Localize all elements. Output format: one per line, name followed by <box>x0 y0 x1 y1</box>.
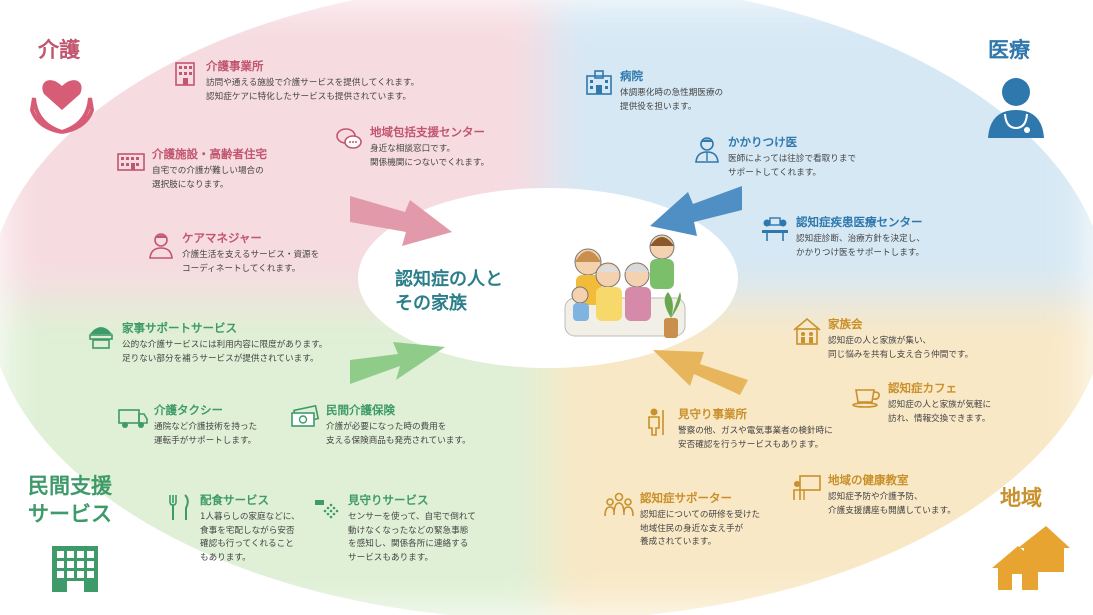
cutlery-icon <box>169 494 189 520</box>
item-ninchisho-cafe: 認知症カフェ認知症の人と家族が気軽に 訪れ、情報交換できます。 <box>852 380 991 426</box>
item-title: 認知症サポーター <box>640 491 732 505</box>
item-desc: 認知症についての研修を受けた 地域住民の身近な支え手が 養成されています。 <box>640 510 761 547</box>
item-title: 見守り事業所 <box>678 407 747 421</box>
building-icon <box>175 62 195 86</box>
money-icon <box>291 404 320 427</box>
item-kenko-kyoshitsu: 地域の健康教室認知症予防や介護予防、 介護支援講座も開講しています。 <box>792 472 956 518</box>
person-icon <box>149 233 173 259</box>
item-desc: 警察の他、ガスや電気事業者の検針時に 安否確認を行うサービスもあります。 <box>678 426 833 450</box>
family-illustration <box>564 234 686 338</box>
item-desc: センサーを使って、自宅で倒れて 動けなくなったなどの緊急事態 を感知し、関係各所… <box>348 512 476 563</box>
arrow-chiiki <box>653 350 748 395</box>
center-title: 認知症の人と その家族 <box>395 269 503 314</box>
item-kaigo-taxi: 介護タクシー通院など介護技術を持った 運転手がサポートします。 <box>118 402 257 448</box>
item-title: 民間介護保険 <box>326 403 395 417</box>
doctor-icon <box>695 137 719 163</box>
building-icon <box>52 546 98 592</box>
item-kaigo-shisetsu: 介護施設・高齢者住宅自宅での介護が難しい場合の 選択肢になります。 <box>116 146 267 192</box>
section-label-minkan: 民間支援 サービス <box>28 474 112 526</box>
section-label-chiiki: 地域 <box>1000 486 1042 510</box>
section-label-iryo: 医療 <box>988 38 1030 62</box>
arrow-iryo <box>650 186 742 236</box>
item-kazokukai: 家族会認知症の人と家族が集い、 同じ悩みを共有し支え合う仲間です。 <box>792 316 973 362</box>
coffee-cup-icon <box>852 389 880 408</box>
consultation-icon <box>762 217 788 241</box>
item-kaigo-jigyosho: 介護事業所訪問や通える施設で介護サービスを提供してくれます。 認知症ケアに特化し… <box>170 58 419 104</box>
lecture-icon <box>793 475 821 500</box>
item-title: 認知症疾患医療センター <box>796 215 923 229</box>
supporters-icon <box>604 492 634 517</box>
item-desc: 介護が必要になった時の費用を 支える保険商品も発売されています。 <box>326 422 471 446</box>
arrow-minkan <box>350 342 445 384</box>
cooking-pot-icon <box>89 327 113 349</box>
item-kaji-support: 家事サポートサービス公的な介護サービスには利用内容に限度があります。 足りない部… <box>86 320 327 366</box>
item-desc: 認知症診断、治療方針を決定し、 かかりつけ医をサポートします。 <box>796 234 925 258</box>
item-title: 家事サポートサービス <box>122 321 237 335</box>
section-label-kaigo: 介護 <box>38 38 80 62</box>
arrow-kaigo <box>350 196 452 246</box>
item-haishoku: 配食サービス 1人暮らしの家庭などに、 食事を宅配しながら安否 確認も行ってくれる… <box>164 492 300 565</box>
item-desc: 1人暮らしの家庭などに、 食事を宅配しながら安否 確認も行ってくれること もあり… <box>200 512 300 563</box>
item-desc: 通院など介護技術を持った 運転手がサポートします。 <box>154 422 258 446</box>
sensor-icon <box>315 500 339 519</box>
guard-icon <box>648 408 664 436</box>
item-desc: 認知症予防や介護予防、 介護支援講座も開講しています。 <box>828 492 956 516</box>
doctor-icon <box>988 78 1044 138</box>
chat-bubble-icon <box>336 128 362 149</box>
item-title: 見守りサービス <box>348 493 429 507</box>
item-title: 認知症カフェ <box>888 381 957 395</box>
heart-hands-icon <box>29 80 95 134</box>
item-title: 地域包括支援センター <box>370 125 485 139</box>
item-desc: 体調悪化時の急性期医療の 提供役を担います。 <box>620 88 724 112</box>
facility-icon <box>117 153 145 171</box>
item-minkan-hoken: 民間介護保険介護が必要になった時の費用を 支える保険商品も発売されています。 <box>290 402 471 448</box>
item-desc: 医師によっては往診で看取りまで サポートしてくれます。 <box>728 154 857 178</box>
item-title: 介護施設・高齢者住宅 <box>152 147 267 161</box>
item-shikkan-center: 認知症疾患医療センター認知症診断、治療方針を決定し、 かかりつけ医をサポートしま… <box>760 214 925 260</box>
item-desc: 身近な相談窓口です。 関係機関につないでくれます。 <box>370 144 490 168</box>
item-title: 地域の健康教室 <box>828 473 909 487</box>
item-title: かかりつけ医 <box>728 135 798 149</box>
item-desc: 公的な介護サービスには利用内容に限度があります。 足りない部分を補うサービスが提… <box>122 340 328 364</box>
item-care-manager: ケアマネジャー介護生活を支えるサービス・資源を コーディネートしてくれます。 <box>146 230 319 276</box>
item-desc: 訪問や通える施設で介護サービスを提供してくれます。 認知症ケアに特化したサービス… <box>206 78 420 102</box>
item-desc: 自宅での介護が難しい場合の 選択肢になります。 <box>152 166 264 190</box>
item-title: 家族会 <box>828 317 863 331</box>
item-kakaritsuke-i: かかりつけ医医師によっては往診で看取りまで サポートしてくれます。 <box>692 134 856 180</box>
item-desc: 介護生活を支えるサービス・資源を コーディネートしてくれます。 <box>182 250 320 274</box>
family-house-icon <box>793 317 821 345</box>
taxi-icon <box>118 409 148 428</box>
houses-icon <box>992 526 1070 590</box>
item-mimamori-service: 見守りサービスセンサーを使って、自宅で倒れて 動けなくなったなどの緊急事態 を感… <box>312 492 476 565</box>
item-byoin: 病院体調悪化時の急性期医療の 提供役を担います。 <box>584 68 723 114</box>
item-title: ケアマネジャー <box>182 231 262 245</box>
hospital-icon <box>586 70 612 95</box>
item-title: 介護事業所 <box>206 59 264 73</box>
item-ninchisho-supporter: 認知症サポーター認知症についての研修を受けた 地域住民の身近な支え手が 養成され… <box>604 490 760 550</box>
item-title: 介護タクシー <box>154 403 223 417</box>
item-houkatsu-center: 地域包括支援センター身近な相談窓口です。 関係機関につないでくれます。 <box>334 124 489 170</box>
item-title: 病院 <box>620 69 643 83</box>
item-desc: 認知症の人と家族が集い、 同じ悩みを共有し支え合う仲間です。 <box>828 336 974 360</box>
item-title: 配食サービス <box>200 493 269 507</box>
item-desc: 認知症の人と家族が気軽に 訪れ、情報交換できます。 <box>888 400 992 424</box>
item-mimamori-jigyosho: 見守り事業所警察の他、ガスや電気事業者の検針時に 安否確認を行うサービスもありま… <box>642 406 833 452</box>
